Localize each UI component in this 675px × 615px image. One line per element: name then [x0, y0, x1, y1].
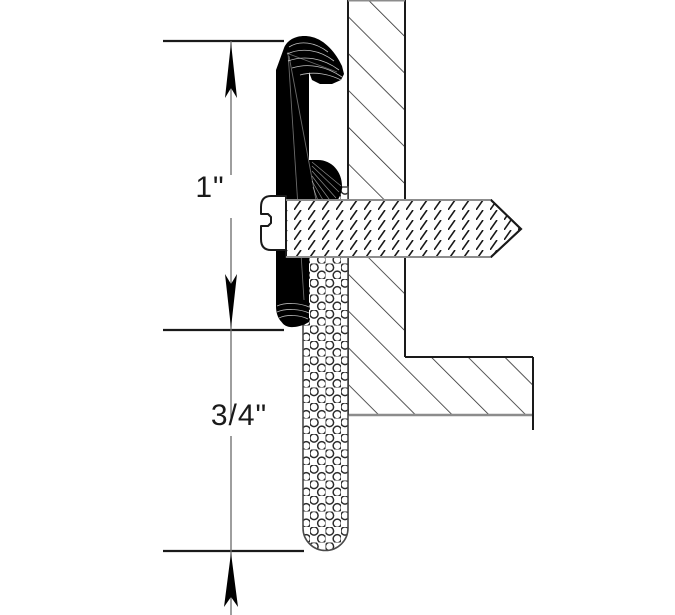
screw-head — [260, 195, 287, 251]
dimension-1-inch: 1" — [195, 41, 237, 330]
arrowhead-up — [225, 43, 237, 98]
dimension-label-1-inch: 1" — [195, 171, 224, 204]
wall-assembly — [347, 0, 534, 430]
arrowhead-down — [225, 274, 237, 328]
dimension-annotations: 1" 3/4" — [163, 39, 304, 615]
wall-section-horizontal-sill — [347, 356, 534, 430]
arrowhead-up — [224, 553, 238, 607]
screw-shank — [285, 199, 523, 258]
dimension-label-three-quarter-inch: 3/4" — [211, 399, 267, 432]
dimension-three-quarter-inch: 3/4" — [211, 330, 267, 615]
slotted-pan-head-screw — [260, 195, 523, 258]
wall-section-vertical — [347, 0, 406, 357]
